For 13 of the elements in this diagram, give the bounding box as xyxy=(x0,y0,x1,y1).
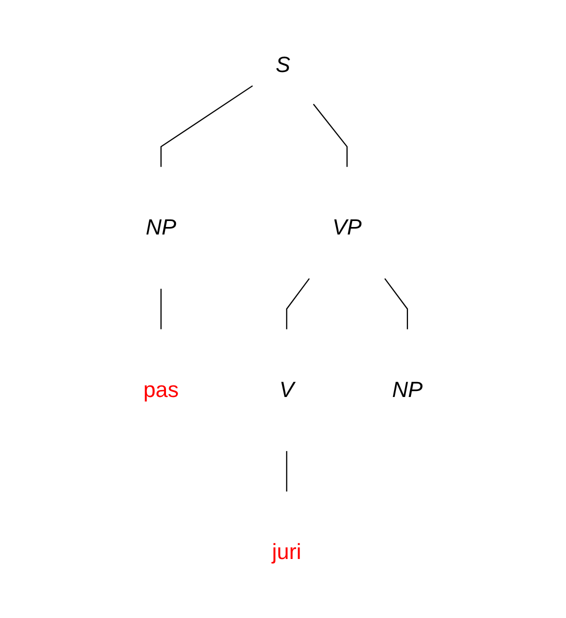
node-text: NP xyxy=(392,378,423,402)
connector xyxy=(286,451,288,492)
connector xyxy=(160,288,162,330)
connector xyxy=(286,278,310,330)
connector xyxy=(384,278,408,330)
node-text: S xyxy=(276,53,290,78)
node-text: V xyxy=(279,378,294,402)
node-text: VP xyxy=(332,215,362,240)
connector xyxy=(312,104,348,167)
node-text: pas xyxy=(143,378,179,402)
node-text: juri xyxy=(272,540,302,564)
node-text: NP xyxy=(146,215,176,240)
connector xyxy=(160,85,253,167)
